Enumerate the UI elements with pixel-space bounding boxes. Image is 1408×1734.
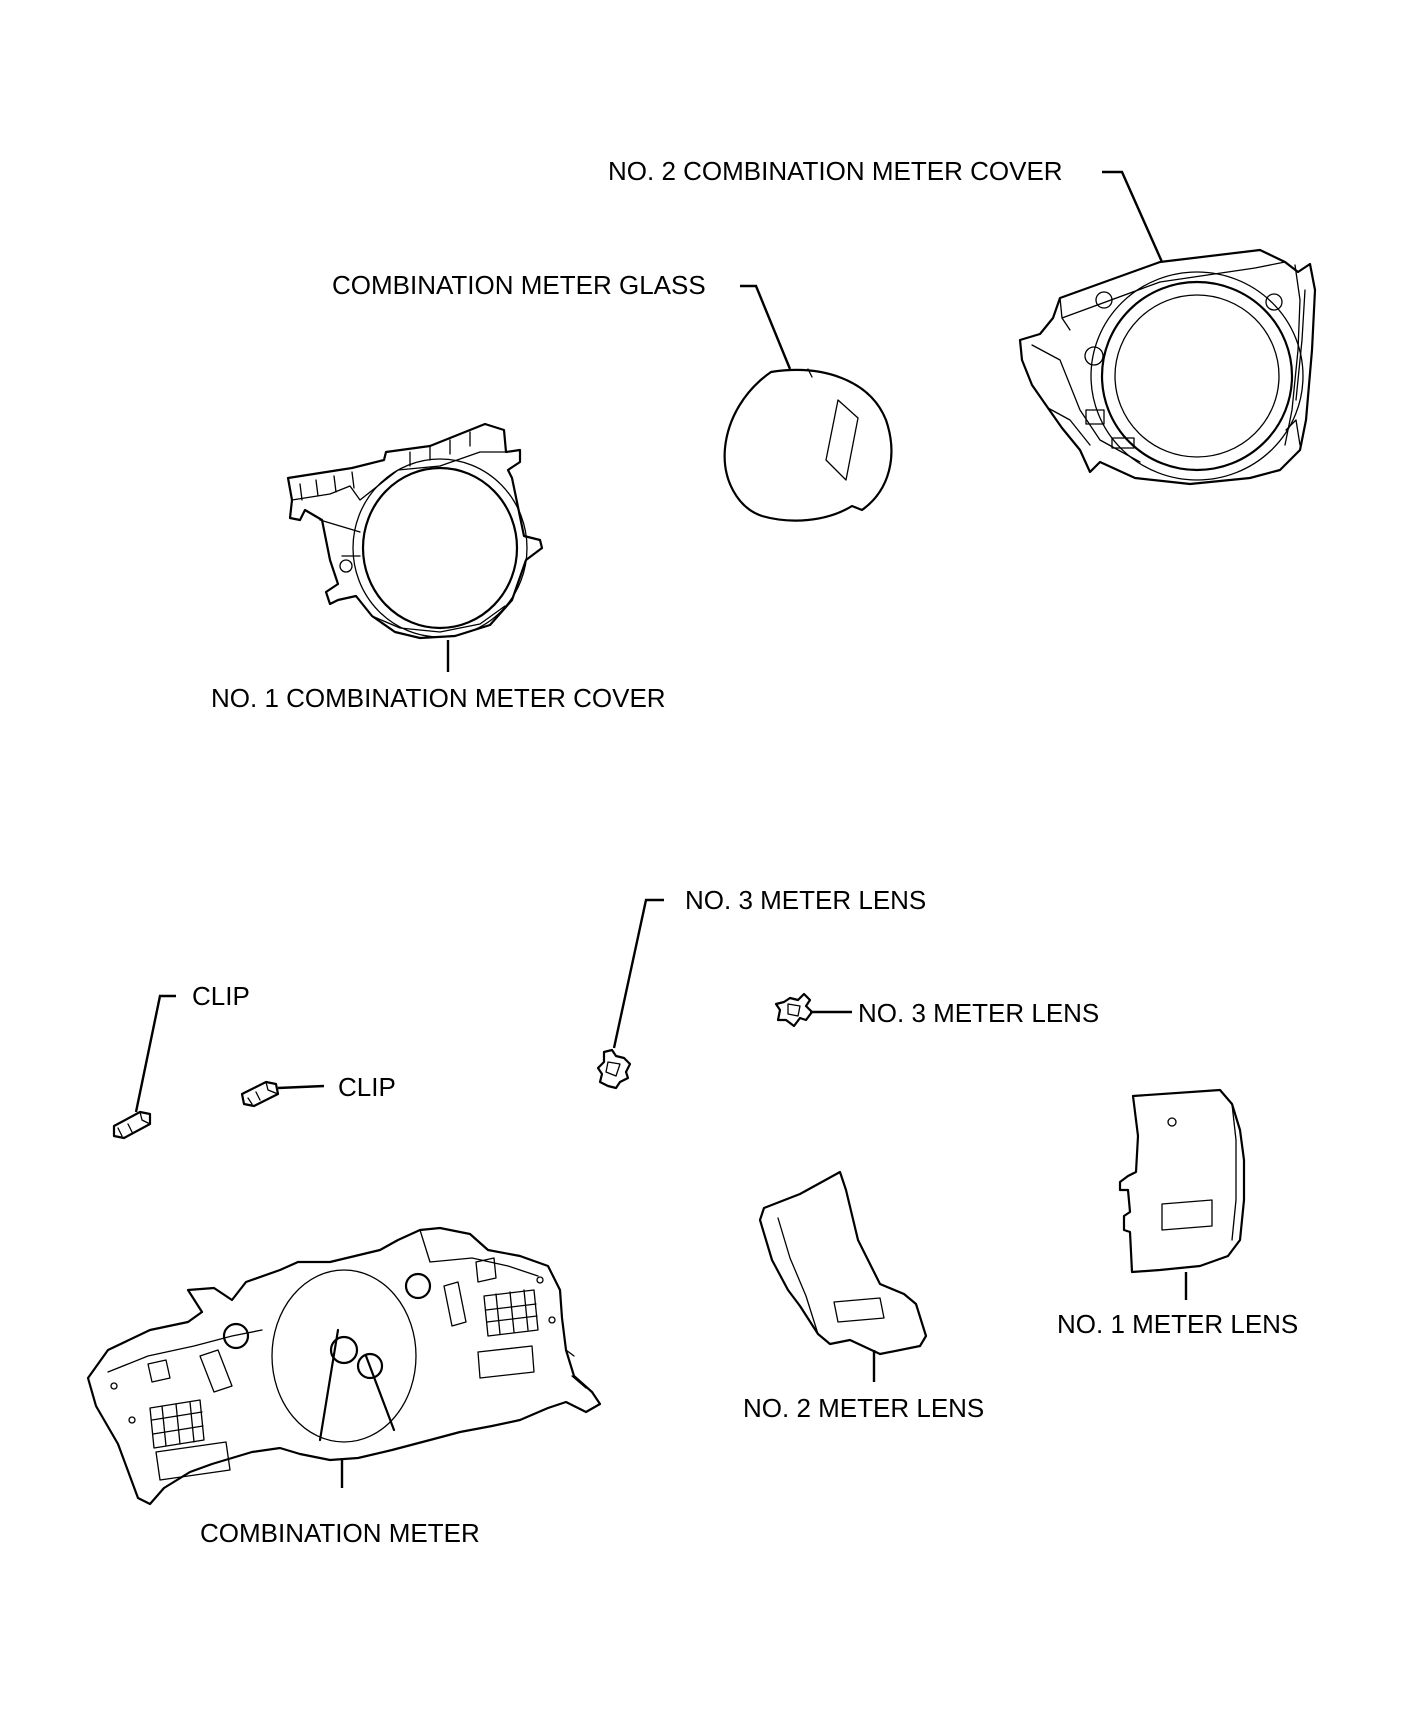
label-no2-meter-lens: NO. 2 METER LENS xyxy=(743,1393,984,1423)
label-no1-meter-lens: NO. 1 METER LENS xyxy=(1057,1309,1298,1339)
combination-meter-part xyxy=(86,1226,602,1506)
combination-meter-left-keypad xyxy=(149,1399,205,1449)
clip-right-part xyxy=(240,1080,280,1108)
leader-clip-left xyxy=(134,994,176,1113)
combination-meter-glass-part xyxy=(723,368,893,522)
label-no3-meter-lens-upper: NO. 3 METER LENS xyxy=(685,885,926,915)
label-combination-meter-glass: COMBINATION METER GLASS xyxy=(332,270,706,300)
leader-no2-combination-meter-cover xyxy=(1102,170,1164,263)
combination-meter-right-keypad xyxy=(483,1289,539,1337)
no1-combination-meter-cover-part xyxy=(286,422,544,640)
leader-clip-right xyxy=(277,1084,325,1090)
no3-meter-lens-upper-part xyxy=(596,1048,632,1090)
label-no2-combination-meter-cover: NO. 2 COMBINATION METER COVER xyxy=(608,156,1063,186)
label-clip-right: CLIP xyxy=(338,1072,396,1102)
clip-left-part xyxy=(112,1110,152,1140)
leader-no3-meter-lens-upper xyxy=(612,898,664,1049)
leader-combination-meter-glass xyxy=(740,284,792,370)
no2-combination-meter-cover-part xyxy=(1018,248,1317,486)
no2-meter-lens-part xyxy=(758,1170,928,1356)
label-no1-combination-meter-cover: NO. 1 COMBINATION METER COVER xyxy=(211,683,666,713)
label-combination-meter: COMBINATION METER xyxy=(200,1518,480,1548)
no1-meter-lens-part xyxy=(1118,1088,1246,1274)
no3-meter-lens-right-part xyxy=(774,992,814,1028)
label-clip-left: CLIP xyxy=(192,981,250,1011)
label-no3-meter-lens-right: NO. 3 METER LENS xyxy=(858,998,1099,1028)
